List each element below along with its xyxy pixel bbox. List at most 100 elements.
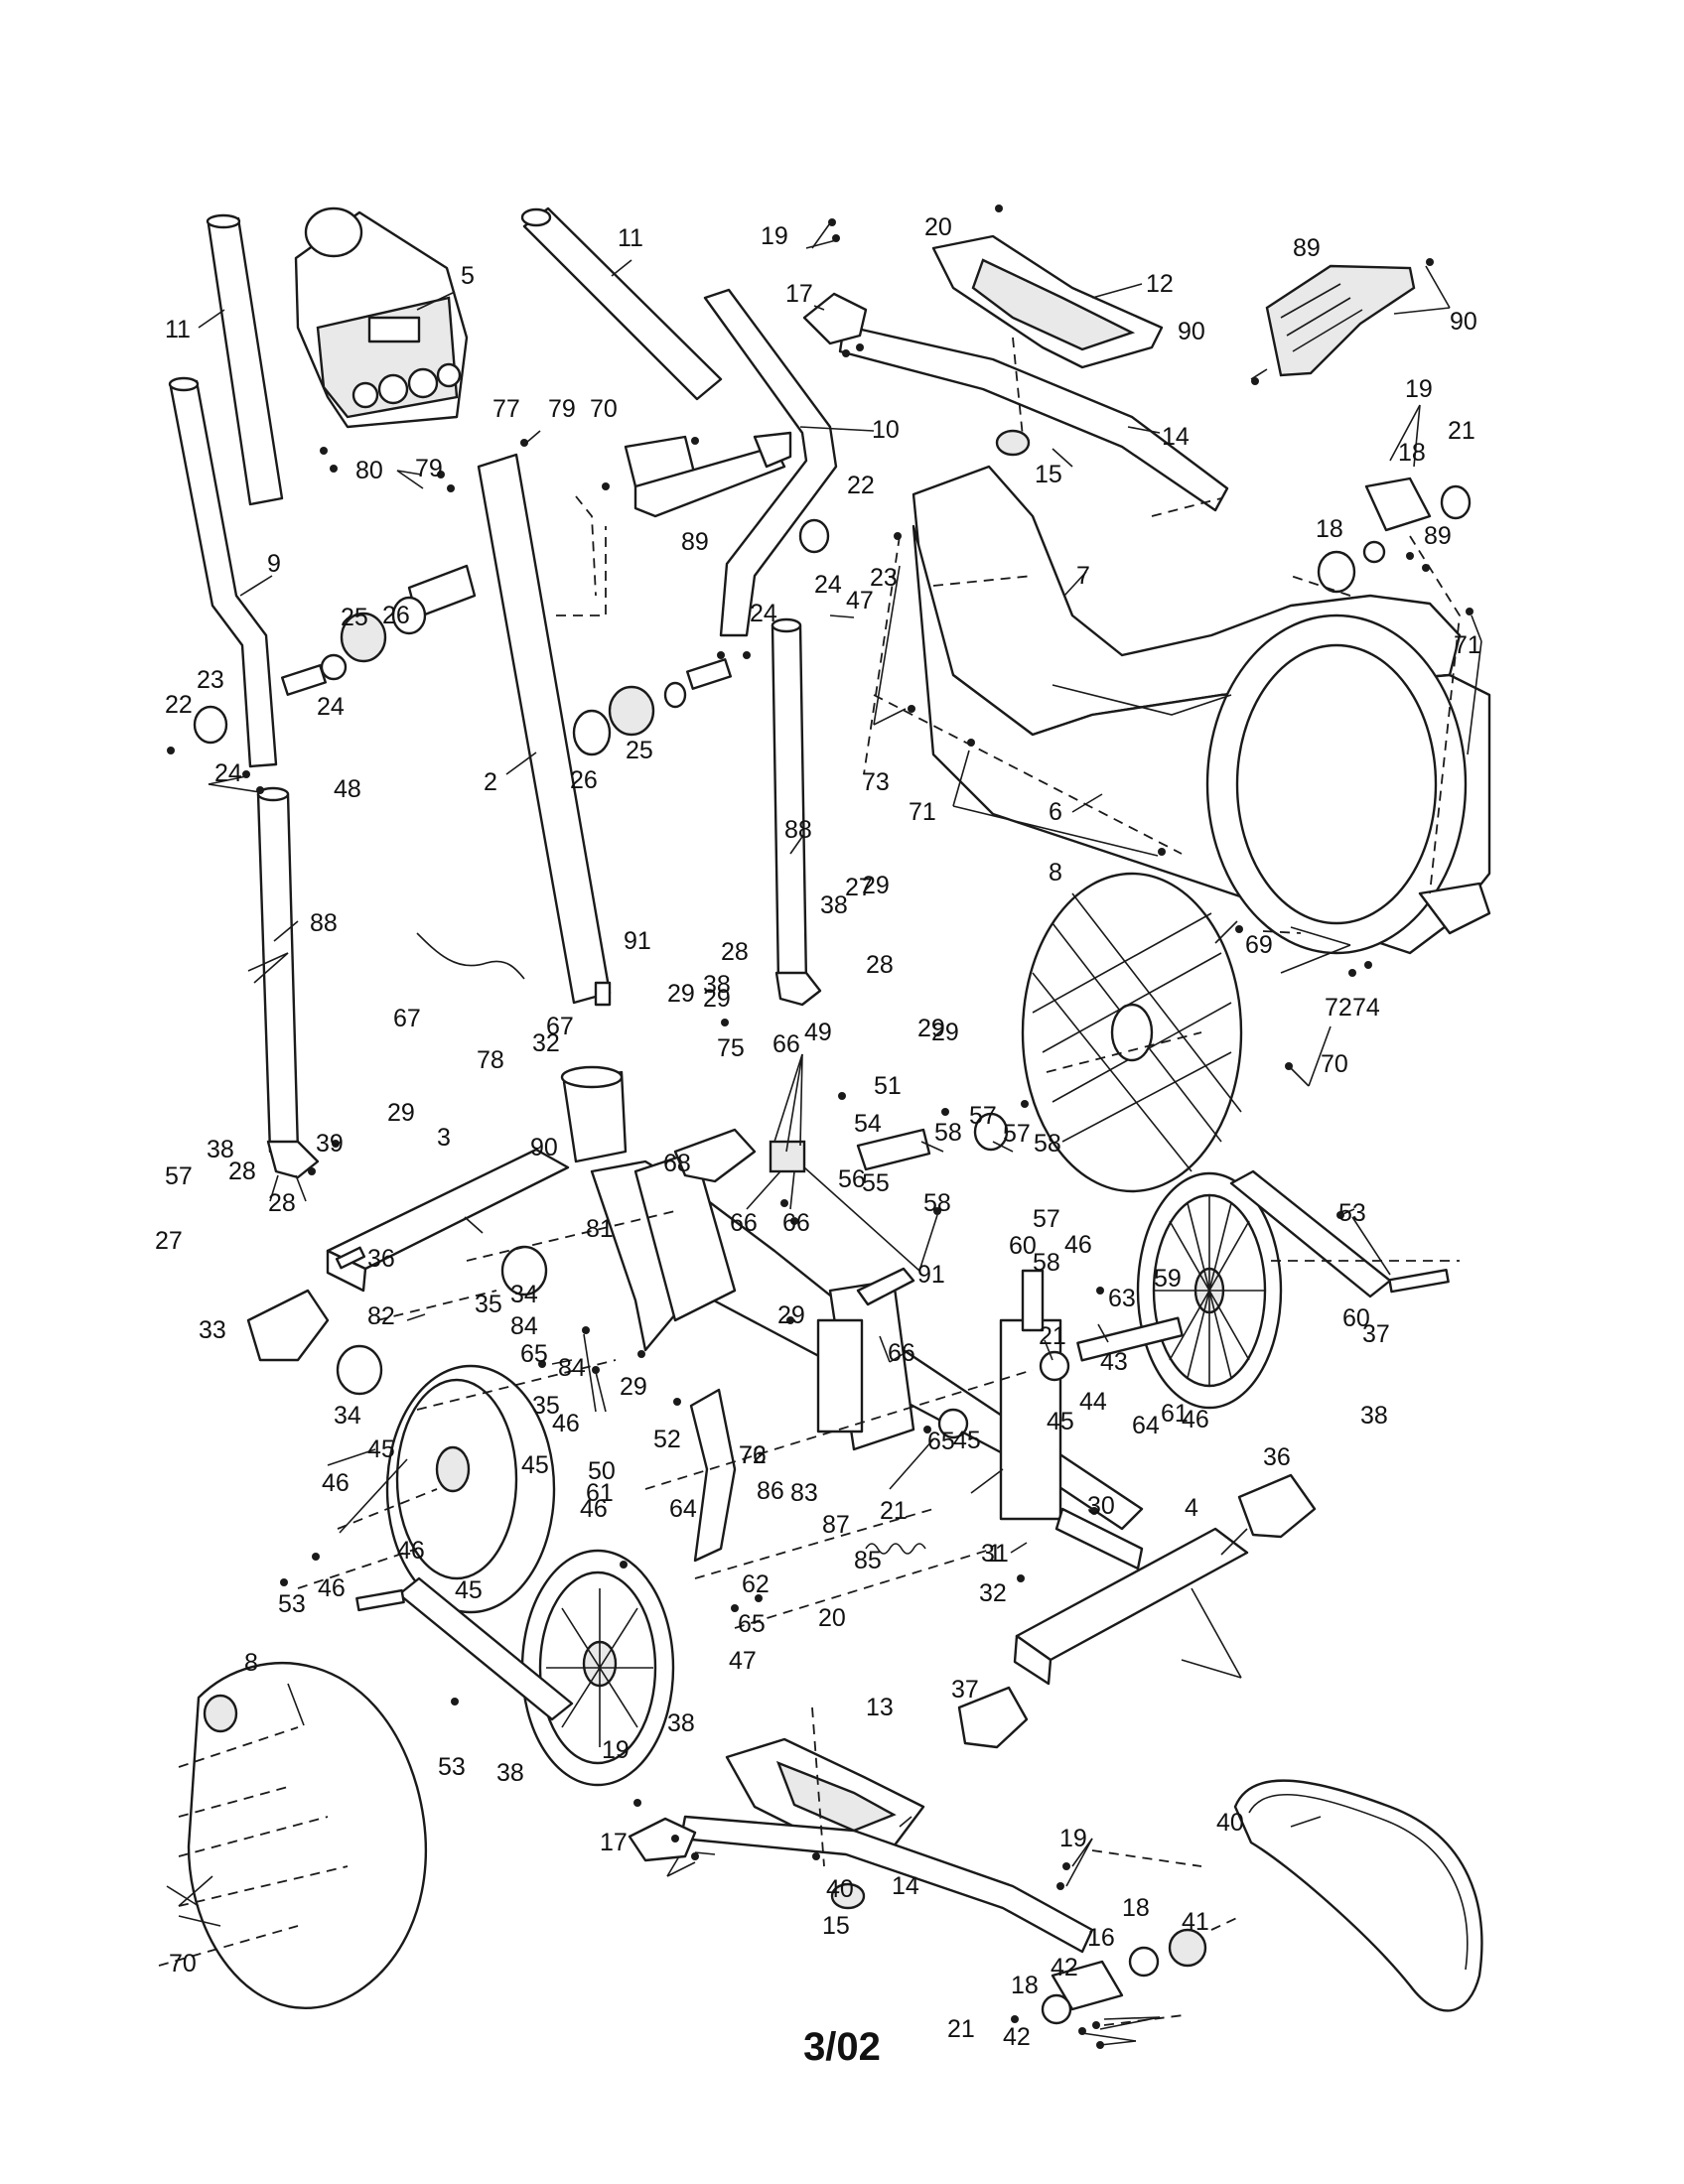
callout: 70	[1321, 1050, 1348, 1078]
callout: 19	[1405, 375, 1433, 403]
part-brake-arm	[689, 1267, 915, 1563]
callout: 89	[1424, 522, 1452, 550]
callout: 9	[267, 550, 281, 578]
callout: 11	[165, 316, 191, 343]
callout: 79	[548, 395, 576, 423]
callout: 66	[772, 1030, 800, 1058]
callout: 51	[874, 1072, 902, 1100]
callout: 15	[822, 1912, 850, 1940]
callout: 45	[953, 1427, 981, 1454]
part-drive-belt-inner	[1248, 1794, 1469, 1971]
callout: 46	[318, 1574, 346, 1602]
callout: 55	[862, 1169, 890, 1197]
callout: 89	[1293, 234, 1321, 262]
callout: 64	[669, 1495, 697, 1523]
part-upright-tube	[477, 453, 612, 1007]
callout: 37	[1362, 1320, 1390, 1348]
part-pivot-assembly-right	[572, 658, 733, 756]
callout: 30	[1087, 1492, 1115, 1520]
callout: 29	[620, 1373, 647, 1401]
callout: 21	[1448, 417, 1475, 445]
part-sleeve	[560, 1065, 628, 1163]
callout: 60	[1342, 1304, 1370, 1332]
callout: 61	[1161, 1400, 1189, 1428]
callout: 36	[367, 1245, 395, 1273]
part-pedal-bracket-lower	[628, 1817, 697, 1862]
part-pedal-bracket-upper	[802, 292, 868, 345]
callout: 29	[862, 872, 890, 899]
part-console	[294, 206, 469, 429]
callout: 45	[455, 1576, 483, 1604]
callout: 59	[1154, 1265, 1182, 1293]
part-rear-cap	[957, 1473, 1317, 1749]
callout: 38	[667, 1709, 695, 1737]
callout: 85	[854, 1547, 882, 1574]
part-front-stabilizer	[326, 1148, 570, 1293]
part-bearing	[937, 1350, 1070, 1439]
part-crank-arm-upper	[1229, 1169, 1450, 1298]
callout: 57	[969, 1102, 997, 1130]
callout: 8	[1049, 859, 1062, 887]
callout: 19	[1059, 1825, 1087, 1852]
callout: 24	[317, 693, 345, 721]
callout: 17	[600, 1829, 628, 1856]
callout: 7	[1076, 562, 1090, 590]
callout: 37	[951, 1676, 979, 1704]
callout: 35	[475, 1291, 502, 1318]
callout: 21	[947, 2015, 975, 2043]
callout: 2	[484, 768, 497, 796]
callout: 38	[820, 891, 848, 919]
callout: 76	[739, 1441, 767, 1469]
callout: 53	[1338, 1199, 1366, 1227]
callout: 90	[1450, 308, 1477, 336]
callout: 57	[1033, 1205, 1060, 1233]
callout: 18	[1011, 1972, 1039, 1999]
callout: 40	[826, 1875, 854, 1903]
callout: 58	[1034, 1130, 1061, 1158]
callout: 88	[784, 816, 812, 844]
part-pedal-upper	[931, 234, 1164, 369]
part-pedal-arm-lower	[679, 1815, 1094, 1954]
part-lower-arm-left	[256, 786, 320, 1179]
callout: 29	[387, 1099, 415, 1127]
callout: 60	[1009, 1232, 1037, 1260]
callout: 3	[437, 1124, 451, 1152]
callout: 90	[1178, 318, 1205, 345]
part-wire-harness	[416, 932, 525, 980]
callout: 62	[742, 1570, 770, 1598]
part-pivot-assembly-left	[280, 564, 477, 696]
part-right-upper-handlebar	[703, 288, 838, 637]
part-spoked-wheel	[1136, 1171, 1283, 1410]
callout: 54	[854, 1110, 882, 1138]
callout: 39	[316, 1130, 344, 1158]
callout: 84	[558, 1354, 586, 1382]
callout: 12	[1146, 270, 1174, 298]
callout: 14	[1162, 423, 1190, 451]
callout: 67	[393, 1005, 421, 1032]
callout: 69	[1245, 931, 1273, 959]
callout: 19	[761, 222, 788, 250]
part-bracket-82	[1317, 477, 1472, 594]
callout: 56	[838, 1165, 866, 1193]
callout: 89	[681, 528, 709, 556]
callout: 45	[1047, 1408, 1074, 1435]
hardware-dots	[167, 205, 1474, 2049]
callout: 27	[155, 1227, 183, 1255]
callout: 53	[438, 1753, 466, 1781]
callout: 52	[653, 1426, 681, 1453]
callout: 17	[785, 280, 813, 308]
part-pivot-cap-upper	[995, 429, 1031, 457]
part-pivot-cap-lower	[830, 1882, 866, 1910]
callout: 32	[532, 1029, 560, 1057]
callout: 31	[981, 1540, 1009, 1568]
callout: 23	[870, 564, 898, 592]
callout: 63	[1108, 1285, 1136, 1312]
part-pedal-lower	[725, 1737, 925, 1848]
callout: 45	[367, 1435, 395, 1463]
callout: 25	[341, 604, 368, 631]
callout: 19	[602, 1736, 630, 1764]
callout: 18	[1316, 515, 1343, 543]
callout: 65	[927, 1428, 955, 1455]
callout: 34	[510, 1281, 538, 1308]
callout: 33	[199, 1316, 226, 1344]
